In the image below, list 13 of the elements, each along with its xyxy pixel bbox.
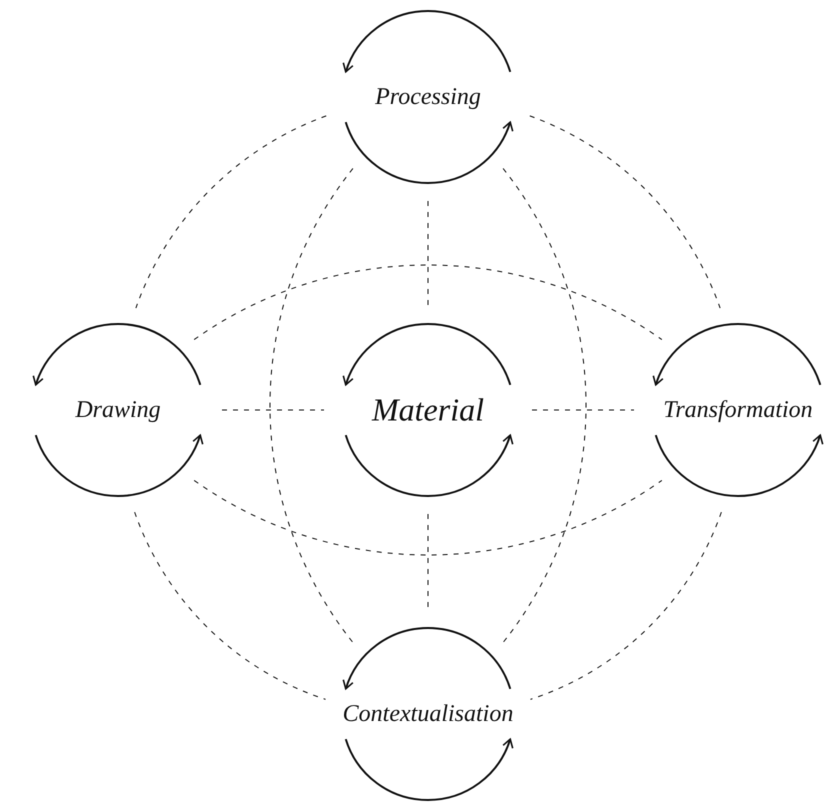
dashed-connector: [194, 264, 662, 340]
node-label: Transformation: [663, 396, 813, 424]
node-label: Processing: [375, 84, 481, 110]
dashed-connector: [135, 115, 327, 309]
dashed-connector: [529, 115, 721, 309]
dashed-connector: [134, 512, 326, 700]
node-label: Drawing: [75, 396, 161, 424]
dashed-connector: [502, 168, 587, 644]
dashed-connector: [269, 168, 354, 644]
node-label: Contextualisation: [342, 700, 514, 728]
node-label: Material: [372, 392, 484, 428]
dashed-connector: [194, 480, 662, 556]
dashed-connector: [530, 512, 722, 700]
